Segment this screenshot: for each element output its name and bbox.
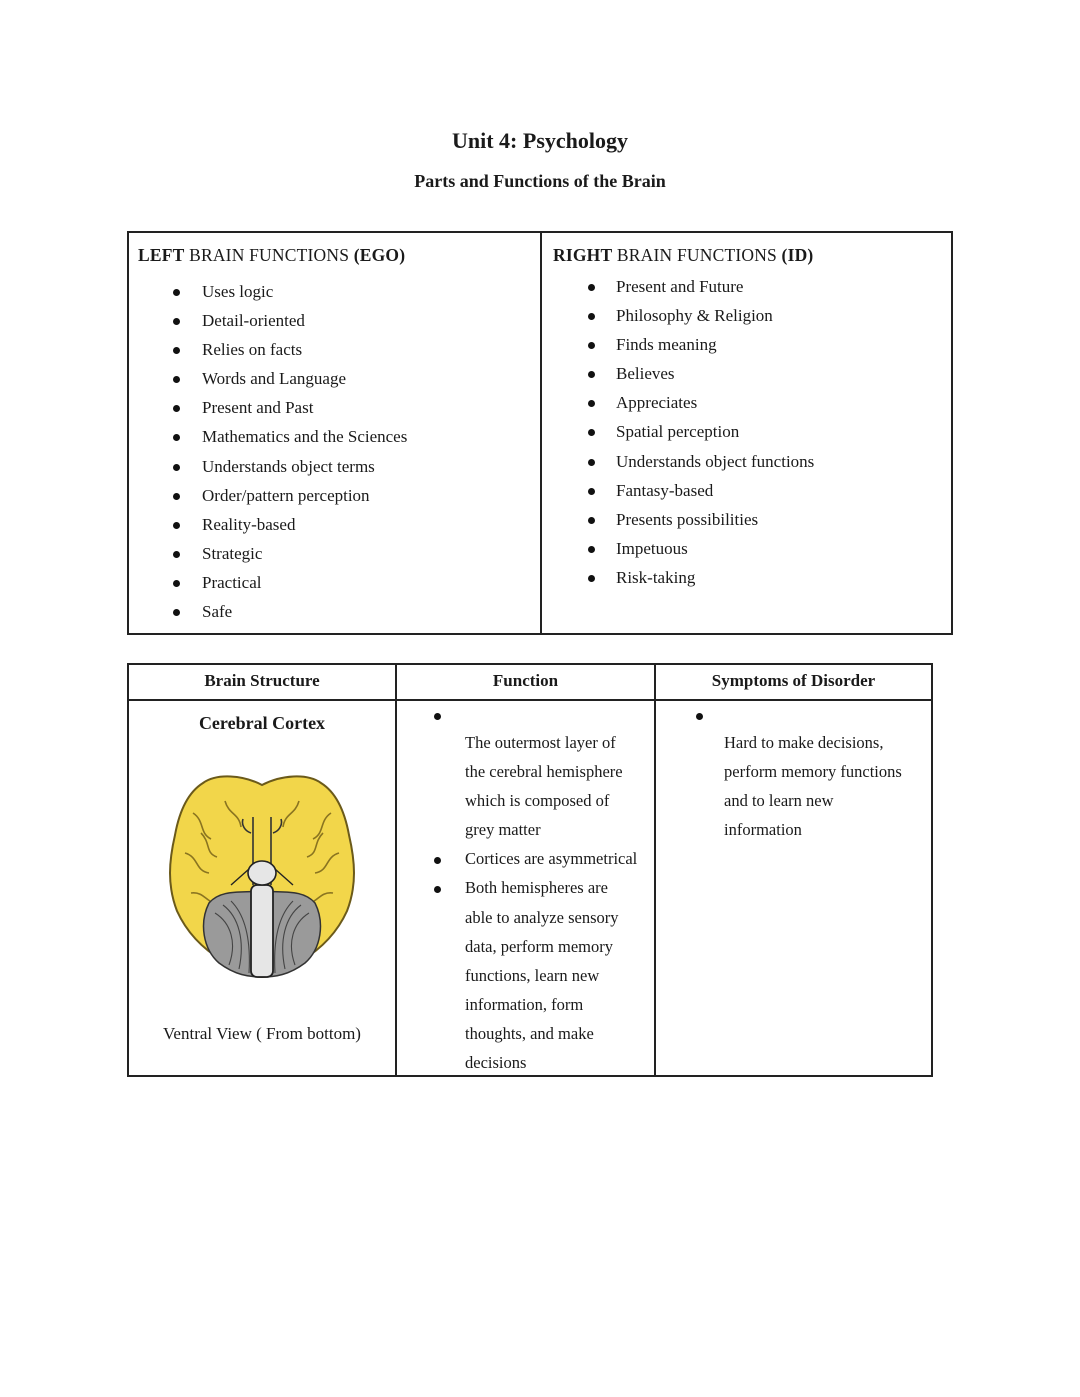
column-header-structure: Brain Structure (129, 665, 397, 699)
list-item: Philosophy & Religion (553, 301, 952, 330)
brain-ventral-view-image (169, 775, 355, 979)
list-item: Fantasy-based (553, 476, 952, 505)
list-item: Understands object terms (138, 452, 540, 481)
left-brain-column: LEFT BRAIN FUNCTIONS (EGO) Uses logic De… (129, 233, 542, 633)
symptoms-cell: Hard to make decisions, perform memory f… (656, 701, 931, 1077)
list-item: Strategic (138, 539, 540, 568)
structure-name: Cerebral Cortex (198, 713, 326, 733)
list-item: Mathematics and the Sciences (138, 422, 540, 451)
list-item: Order/pattern perception (138, 481, 540, 510)
left-brain-heading: LEFT BRAIN FUNCTIONS (EGO) (138, 245, 406, 265)
list-item: Spatial perception (553, 417, 952, 446)
list-item: Believes (553, 359, 952, 388)
image-caption: Ventral View ( From bottom) (163, 1024, 361, 1043)
list-item: Words and Language (138, 364, 540, 393)
list-item: Impetuous (553, 534, 952, 563)
bullet-icon (434, 886, 441, 893)
list-item: Reality-based (138, 510, 540, 539)
list-item: Practical (138, 568, 540, 597)
right-brain-list: Present and Future Philosophy & Religion… (553, 272, 952, 592)
function-cell: The outermost layer of the cerebral hemi… (397, 701, 656, 1077)
symptoms-text: Hard to make decisions, perform memory f… (724, 733, 902, 840)
list-item: Risk-taking (553, 563, 952, 592)
list-item: Finds meaning (553, 330, 952, 359)
list-item: Uses logic (138, 277, 540, 306)
list-item: Appreciates (553, 388, 952, 417)
brain-structure-table: Brain Structure Function Symptoms of Dis… (127, 663, 933, 1077)
bullet-icon (434, 713, 441, 720)
function-text: The outermost layer of the cerebral hemi… (465, 733, 638, 1073)
bullet-icon (696, 713, 703, 720)
column-header-function: Function (397, 665, 656, 699)
left-brain-list: Uses logic Detail-oriented Relies on fac… (138, 277, 540, 626)
brain-functions-comparison: LEFT BRAIN FUNCTIONS (EGO) Uses logic De… (127, 231, 953, 635)
list-item: Detail-oriented (138, 306, 540, 335)
list-item: Safe (138, 597, 540, 626)
right-brain-heading: RIGHT BRAIN FUNCTIONS (ID) (553, 245, 814, 265)
table-header-row: Brain Structure Function Symptoms of Dis… (129, 665, 931, 701)
bullet-icon (434, 857, 441, 864)
page-subtitle: Parts and Functions of the Brain (414, 171, 666, 191)
right-brain-column: RIGHT BRAIN FUNCTIONS (ID) Present and F… (542, 233, 952, 633)
page-title: Unit 4: Psychology (452, 128, 628, 153)
list-item: Presents possibilities (553, 505, 952, 534)
list-item: Present and Past (138, 393, 540, 422)
column-header-symptoms: Symptoms of Disorder (711, 671, 876, 690)
structure-cell: Cerebral Cortex Ventral View ( From bott… (129, 701, 397, 1077)
list-item: Present and Future (553, 272, 952, 301)
list-item: Understands object functions (553, 447, 952, 476)
list-item: Relies on facts (138, 335, 540, 364)
table-row: Cerebral Cortex Ventral View ( From bott… (129, 701, 931, 1077)
